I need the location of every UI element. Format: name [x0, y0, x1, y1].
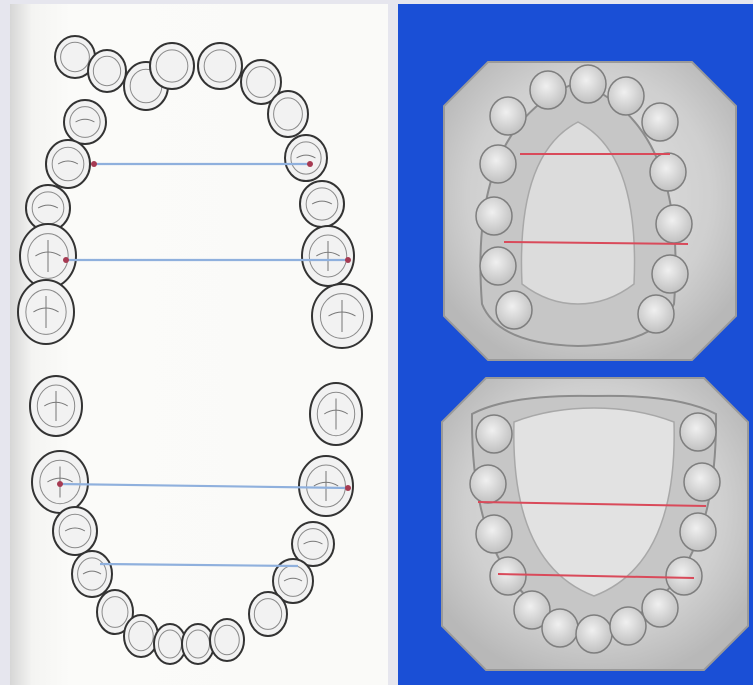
- premolar-tooth: [300, 181, 344, 227]
- cast-tooth: [652, 255, 688, 293]
- cast-tooth: [642, 103, 678, 141]
- lower-dental-cast: [442, 378, 748, 670]
- incisor-tooth: [268, 91, 308, 137]
- incisor-tooth: [150, 43, 194, 89]
- tooth-arch-diagram: [10, 4, 388, 685]
- molar-tooth: [18, 280, 74, 344]
- measurement-point: [307, 161, 313, 167]
- cast-tooth: [650, 153, 686, 191]
- upper-dental-cast: [444, 62, 736, 360]
- cast-tooth: [680, 513, 716, 551]
- premolar-tooth: [46, 140, 90, 188]
- measurement-point: [345, 257, 351, 263]
- molar-tooth: [299, 456, 353, 516]
- cast-tooth: [666, 557, 702, 595]
- measurement-point: [57, 481, 63, 487]
- molar-tooth: [302, 226, 354, 286]
- measurement-point: [91, 161, 97, 167]
- cast-tooth: [638, 295, 674, 333]
- arch-width-measurement-line: [100, 564, 298, 566]
- incisor-tooth: [210, 619, 244, 661]
- incisor-tooth: [88, 50, 126, 92]
- molar-tooth: [312, 284, 372, 348]
- cast-tooth: [608, 77, 644, 115]
- cast-tooth: [684, 463, 720, 501]
- dental-casts-panel: [398, 4, 753, 685]
- cast-tooth: [680, 413, 716, 451]
- cast-tooth: [496, 291, 532, 329]
- molar-tooth: [20, 224, 76, 288]
- canine-tooth: [249, 592, 287, 636]
- cast-tooth: [490, 557, 526, 595]
- measurement-point: [345, 485, 351, 491]
- molar-tooth: [30, 376, 82, 436]
- cast-tooth: [476, 515, 512, 553]
- cast-tooth: [470, 465, 506, 503]
- premolar-tooth: [53, 507, 97, 555]
- cast-tooth: [576, 615, 612, 653]
- cast-tooth: [642, 589, 678, 627]
- cast-tooth: [480, 247, 516, 285]
- dental-casts-svg: [398, 4, 753, 685]
- cast-tooth: [610, 607, 646, 645]
- cast-tooth: [570, 65, 606, 103]
- cast-tooth: [530, 71, 566, 109]
- cast-tooth: [476, 197, 512, 235]
- incisor-tooth: [198, 43, 242, 89]
- cast-tooth: [480, 145, 516, 183]
- measurement-point: [63, 257, 69, 263]
- molar-tooth: [310, 383, 362, 445]
- premolar-tooth: [64, 100, 106, 144]
- incisor-tooth: [182, 624, 214, 664]
- tooth-arch-diagram-panel: [10, 4, 388, 685]
- cast-tooth: [476, 415, 512, 453]
- cast-tooth: [490, 97, 526, 135]
- cast-tooth: [656, 205, 692, 243]
- premolar-tooth: [72, 551, 112, 597]
- incisor-tooth: [124, 615, 158, 657]
- premolar-tooth: [285, 135, 327, 181]
- cast-tooth: [542, 609, 578, 647]
